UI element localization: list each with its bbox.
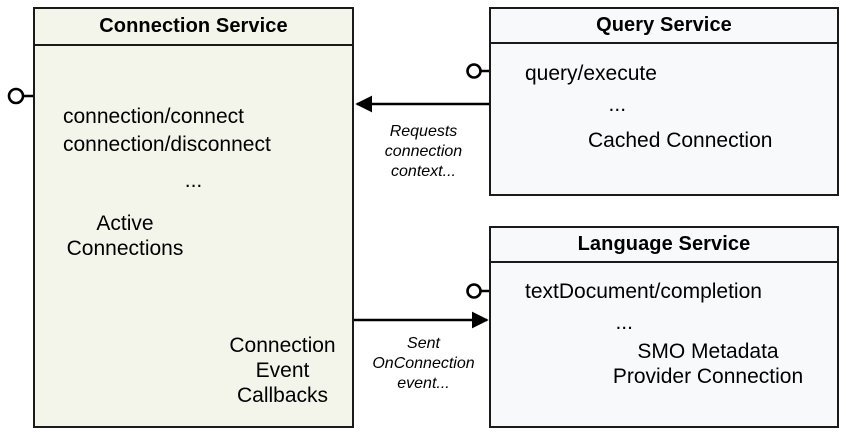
language-service-operations: textDocument/completion (525, 278, 762, 306)
active-connections-label-line1: Active (96, 212, 154, 235)
connection-service-body: connection/connect connection/disconnect… (35, 46, 352, 426)
edge-label-sent-onconnection-event: Sent OnConnection event... (372, 335, 475, 392)
query-service-title: Query Service (491, 9, 837, 44)
smo-label-line2: Provider Connection (612, 365, 804, 389)
connection-service-title: Connection Service (35, 9, 352, 46)
component-language-service[interactable]: Language Service textDocument/completion… (489, 226, 839, 428)
component-connection-service[interactable]: Connection Service connection/connect co… (33, 7, 354, 428)
language-service-more-indicator: ... (615, 311, 633, 334)
query-service-more-indicator: ... (608, 93, 627, 116)
operation-connection-disconnect[interactable]: connection/disconnect (63, 133, 271, 157)
operation-query-execute[interactable]: query/execute (525, 62, 657, 85)
connection-service-more-indicator: ... (184, 169, 203, 192)
query-service-operations: query/execute (525, 60, 657, 88)
operation-textdocument-completion[interactable]: textDocument/completion (525, 280, 762, 303)
callbacks-label-line2: Event (255, 359, 310, 383)
smo-metadata-provider-connection-label: SMO Metadata Provider Connection (583, 339, 833, 389)
operation-connection-connect[interactable]: connection/connect (63, 105, 244, 128)
connection-service-operations: connection/connect connection/disconnect (63, 103, 271, 159)
callbacks-label-line1: Connection (229, 334, 336, 357)
language-service-body: textDocument/completion ... SMO Metadata… (491, 263, 837, 426)
language-service-title: Language Service (491, 228, 837, 263)
active-connections-label: Active Connections (45, 211, 205, 261)
connection-event-callbacks-label: Connection Event Callbacks (205, 333, 360, 409)
component-query-service[interactable]: Query Service query/execute ... Cached C… (489, 7, 839, 196)
cached-connection-label: Cached Connection (588, 129, 773, 152)
smo-label-line1: SMO Metadata (637, 340, 779, 363)
active-connections-label-line2: Connections (66, 237, 184, 261)
callbacks-label-line3: Callbacks (236, 384, 329, 408)
query-service-body: query/execute ... Cached Connection (491, 44, 837, 194)
edge-label-requests-connection-context: Requests connection context... (384, 123, 463, 180)
